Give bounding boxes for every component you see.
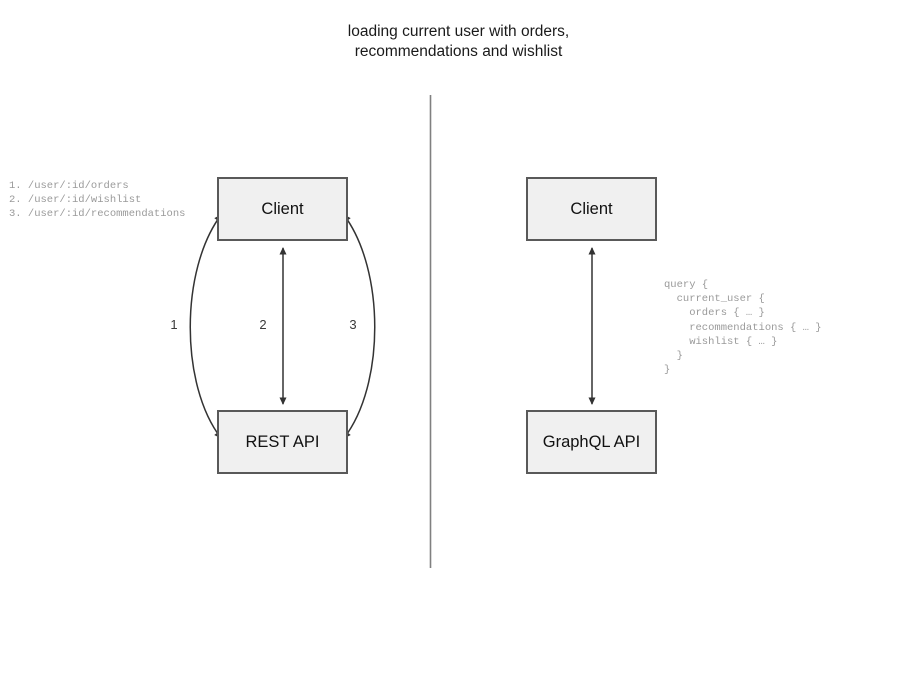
edge-arc-3	[343, 214, 376, 439]
edge-arc-1	[189, 214, 222, 439]
edge-label-3: 3	[349, 317, 357, 332]
page-title: loading current user with orders, recomm…	[347, 23, 570, 60]
edge-label-2: 2	[259, 317, 267, 332]
node-client-rest[interactable]: Client	[217, 177, 348, 241]
rest-endpoint-list: 1. /user/:id/orders 2. /user/:id/wishlis…	[9, 180, 186, 221]
node-rest-api[interactable]: REST API	[217, 410, 348, 474]
node-client-graphql[interactable]: Client	[526, 177, 657, 241]
graphql-query-snippet: query { current_user { orders { … } reco…	[664, 279, 822, 377]
node-graphql-api[interactable]: GraphQL API	[526, 410, 657, 474]
edge-label-1: 1	[170, 317, 178, 332]
